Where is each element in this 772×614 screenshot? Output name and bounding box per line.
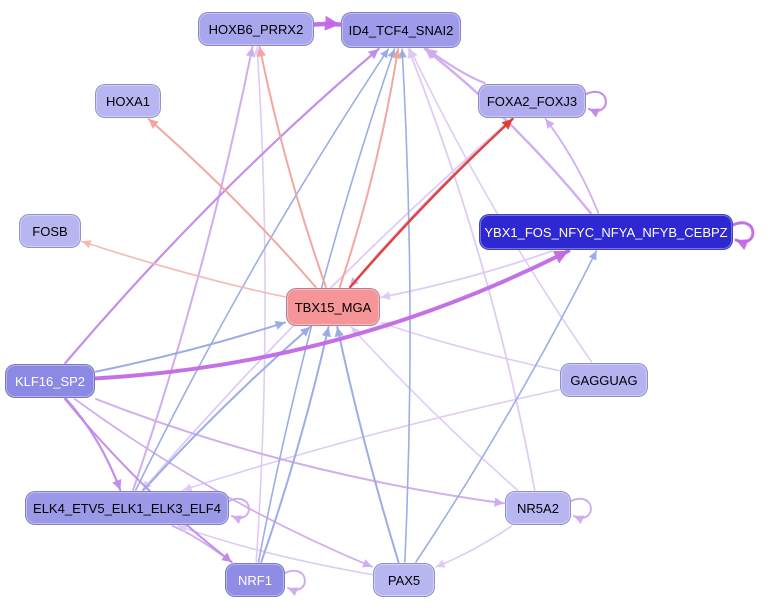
- graph-edge: [228, 497, 250, 519]
- edge-arrowhead: [232, 515, 243, 525]
- graph-edge: [380, 322, 560, 372]
- node-label: FOXA2_FOXJ3: [486, 93, 578, 109]
- graph-edge: [135, 48, 390, 491]
- graph-edge: [81, 240, 286, 298]
- node-nr5a2[interactable]: NR5A2: [505, 491, 571, 525]
- graph-edge: [409, 48, 593, 363]
- edge-arrowhead: [362, 559, 372, 568]
- node-label: NR5A2: [517, 500, 559, 516]
- node-hoxa1[interactable]: HOXA1: [95, 84, 161, 118]
- node-fosb[interactable]: FOSB: [19, 214, 81, 248]
- graph-edge: [415, 250, 598, 563]
- node-label: NRF1: [238, 572, 272, 588]
- graph-edge: [171, 525, 233, 563]
- edge-arrowhead: [221, 552, 232, 562]
- edge-arrowhead: [245, 47, 256, 58]
- node-label: PAX5: [387, 572, 421, 588]
- graph-edge: [350, 326, 519, 491]
- graph-edge: [336, 326, 400, 563]
- graph-edge: [425, 47, 486, 85]
- node-tbx15-mga[interactable]: TBX15_MGA: [286, 288, 380, 326]
- node-gagguag[interactable]: GAGGUAG: [560, 363, 648, 397]
- graph-edge: [584, 90, 607, 112]
- graph-edge: [380, 250, 553, 299]
- edge-arrowhead: [436, 559, 446, 568]
- node-hoxb6-prrx2[interactable]: HOXB6_PRRX2: [198, 12, 314, 46]
- node-label: FOSB: [32, 223, 68, 239]
- edge-arrowhead: [381, 291, 391, 301]
- graph-edge: [255, 46, 266, 563]
- graph-edge: [570, 497, 592, 519]
- graph-edge: [260, 326, 330, 563]
- node-elk4-etv5-elk1-elk3-elf4[interactable]: ELK4_ETV5_ELK1_ELK3_ELF4: [25, 491, 229, 525]
- edge-arrowhead: [588, 251, 597, 261]
- node-label: TBX15_MGA: [294, 299, 372, 315]
- edge-arrowhead: [299, 327, 311, 337]
- node-label: ELK4_ETV5_ELK1_ELK3_ELF4: [33, 500, 221, 516]
- edge-arrowhead: [367, 49, 379, 60]
- node-foxa2-foxj3[interactable]: FOXA2_FOXJ3: [478, 84, 586, 118]
- edge-arrowhead: [425, 49, 437, 60]
- edge-arrowhead: [407, 49, 416, 59]
- graph-edge: [65, 397, 122, 492]
- edge-arrowhead: [545, 119, 555, 129]
- edge-arrowhead: [324, 15, 340, 31]
- graph-edge: [435, 525, 513, 568]
- graph-edge: [348, 118, 513, 288]
- graph-edge: [258, 46, 327, 288]
- edge-arrowhead: [398, 49, 407, 58]
- edge-arrowhead: [178, 524, 188, 533]
- edge-arrowhead: [256, 47, 267, 58]
- node-label: ID4_TCF4_SNAI2: [348, 22, 454, 38]
- graph-edge: [731, 221, 755, 244]
- edge-arrowhead: [574, 515, 585, 525]
- node-id4-tcf4-snai2[interactable]: ID4_TCF4_SNAI2: [341, 12, 461, 48]
- graph-edge: [544, 118, 600, 214]
- edge-arrowhead: [552, 251, 569, 264]
- graph-edge: [95, 321, 286, 373]
- edge-arrowhead: [380, 49, 389, 59]
- graph-edge: [94, 249, 571, 381]
- graph-edge: [132, 46, 254, 491]
- edge-arrowhead: [321, 327, 332, 338]
- edge-arrowhead: [183, 483, 193, 492]
- node-ybx1-fos-nfyc-nfya-nfyb-cebpz[interactable]: YBX1_FOS_NFYC_NFYA_NFYB_CEBPZ: [479, 214, 733, 250]
- graph-edge: [147, 118, 317, 288]
- edge-arrowhead: [112, 479, 122, 490]
- graph-edge: [423, 47, 592, 215]
- graph-edge: [64, 47, 380, 365]
- edge-arrowhead: [274, 320, 285, 330]
- node-label: HOXA1: [105, 93, 151, 109]
- graph-edge: [284, 569, 306, 591]
- edge-arrowhead: [288, 587, 299, 597]
- graph-edge: [182, 388, 560, 491]
- graph-edge: [338, 48, 399, 288]
- graph-edge: [349, 117, 514, 289]
- node-label: YBX1_FOS_NFYC_NFYA_NFYB_CEBPZ: [484, 224, 728, 240]
- node-label: KLF16_SP2: [14, 373, 86, 389]
- node-label: GAGGUAG: [570, 372, 638, 388]
- edge-arrowhead: [391, 49, 402, 60]
- graph-edge: [401, 48, 411, 563]
- edge-arrowhead: [501, 119, 513, 130]
- edge-arrowhead: [736, 239, 749, 251]
- edge-arrowhead: [494, 497, 504, 507]
- graph-edge: [407, 48, 536, 491]
- node-klf16-sp2[interactable]: KLF16_SP2: [5, 364, 95, 398]
- graph-edge: [142, 326, 312, 491]
- edge-arrowhead: [148, 119, 159, 129]
- node-label: HOXB6_PRRX2: [208, 21, 304, 37]
- node-nrf1[interactable]: NRF1: [225, 563, 285, 597]
- edge-arrowhead: [82, 240, 92, 249]
- graph-edge: [177, 525, 373, 576]
- edge-arrowhead: [589, 108, 600, 118]
- node-pax5[interactable]: PAX5: [373, 563, 435, 597]
- edge-arrowhead: [334, 327, 344, 338]
